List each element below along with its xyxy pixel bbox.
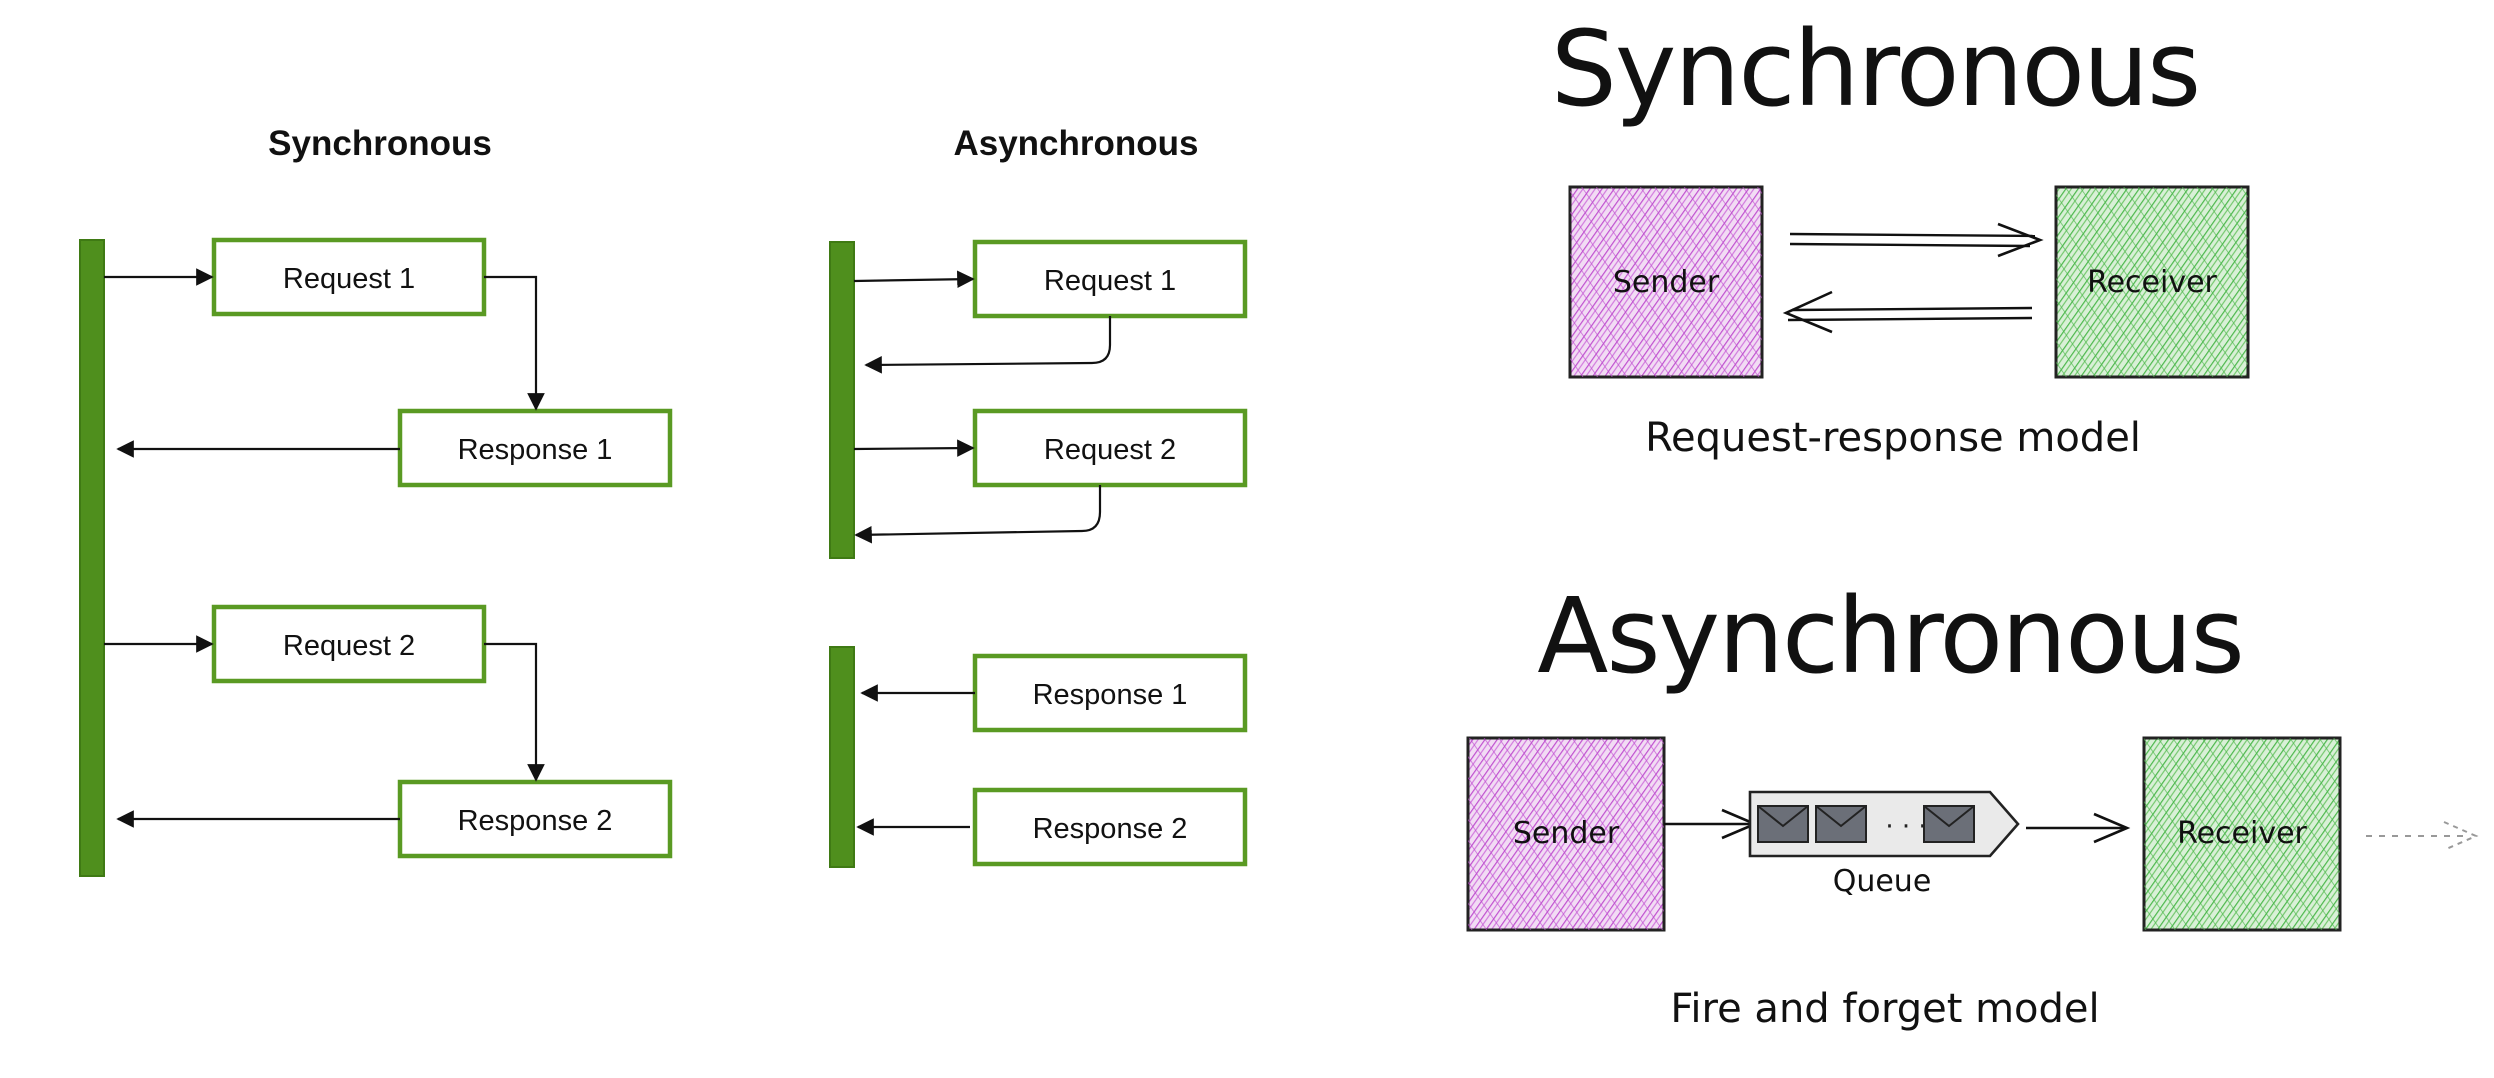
async-receiver-hatch [2144,738,2340,930]
async-arrow-request-1-ack [864,316,1112,374]
sync-response-1-box [397,408,673,488]
async-timeline-bar-top [829,241,855,559]
async-sketch-caption: Fire and forget model [1670,986,2099,1032]
async-receiver-label: Receiver [2177,816,2307,851]
sync-request-2-box [211,604,487,684]
async-flow-diagram: Asynchronous Request 1 Request 2 Respons… [829,124,1248,868]
async-response-1-label: Response 1 [1033,679,1188,711]
sync-request-1-label: Request 1 [283,263,415,295]
sync-sender-label: Sender [1613,265,1720,300]
sync-flow-title: Synchronous [268,124,492,163]
queue-label: Queue [1833,864,1932,899]
async-response-2-box [972,787,1248,867]
async-sender-hatch [1468,738,1664,930]
sync-response-2-box [397,779,673,859]
async-request-1-box [972,239,1248,319]
sync-timeline-bar [79,239,105,877]
async-arrow-to-request-2 [853,439,975,457]
sync-flow-diagram: Synchronous Request 1 Response 1 Request… [79,124,673,877]
sync-response-1-label: Response 1 [458,434,613,466]
sync-arrow-request-1-to-response-1 [484,275,545,411]
async-request-2-label: Request 2 [1044,434,1176,466]
async-flow-title: Asynchronous [953,124,1198,163]
async-sender-to-queue-arrow [1664,808,1759,840]
sync-response-arrow [1782,290,2033,334]
sync-response-2-label: Response 2 [458,805,613,837]
async-sketch-diagram: Asynchronous Sender · · · Queue Receiver [1466,575,2479,1032]
sync-request-arrow [1789,222,2044,258]
async-queue-to-receiver-arrow [2026,812,2131,844]
sync-request-1-box [211,237,487,317]
sync-sender-hatch [1570,187,1762,377]
sync-sketch-title: Synchronous [1551,8,2199,130]
async-outgoing-dashed-arrow [2366,821,2479,851]
async-response-2-label: Response 2 [1033,813,1188,845]
sync-request-2-label: Request 2 [283,630,415,662]
async-request-1-label: Request 1 [1044,265,1176,297]
sync-receiver-hatch [2056,187,2248,377]
async-arrow-to-request-1 [853,270,975,289]
async-request-2-box [972,408,1248,488]
async-arrow-request-2-ack [854,485,1102,544]
async-sketch-title: Asynchronous [1537,575,2243,697]
queue-ellipsis-icon: · · · [1885,812,1926,842]
sync-sketch-caption: Request-response model [1645,415,2141,461]
async-queue: · · · [1748,790,2020,858]
async-response-1-box [972,653,1248,733]
sync-arrow-request-2-to-response-2 [484,642,545,782]
sync-receiver-label: Receiver [2087,265,2217,300]
async-sender-label: Sender [1513,816,1620,851]
sync-sketch-diagram: Synchronous Sender Receiver Request-resp… [1551,8,2250,461]
async-timeline-bar-bottom [829,646,855,868]
